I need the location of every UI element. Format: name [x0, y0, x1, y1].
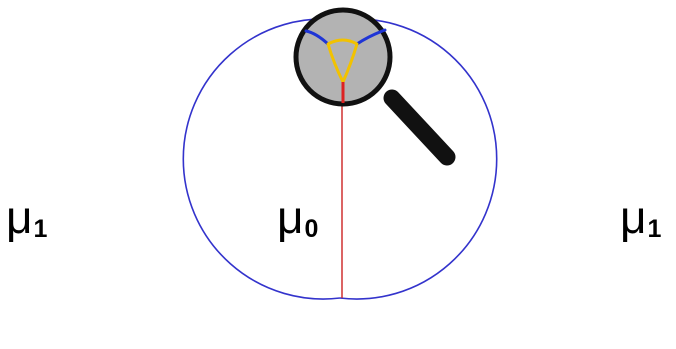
label-mu0-center: μ0	[277, 191, 319, 243]
magnified-outer-film	[304, 28, 387, 46]
magnified-inner-film	[326, 38, 359, 84]
right-bubble-boundary	[339, 18, 498, 300]
label-mu1-right: μ1	[620, 191, 662, 243]
magnifier-handle-icon	[383, 89, 456, 166]
magnifier-lens	[293, 7, 393, 107]
left-bubble-boundary	[182, 18, 341, 300]
label-mu1-left: μ1	[6, 191, 48, 243]
